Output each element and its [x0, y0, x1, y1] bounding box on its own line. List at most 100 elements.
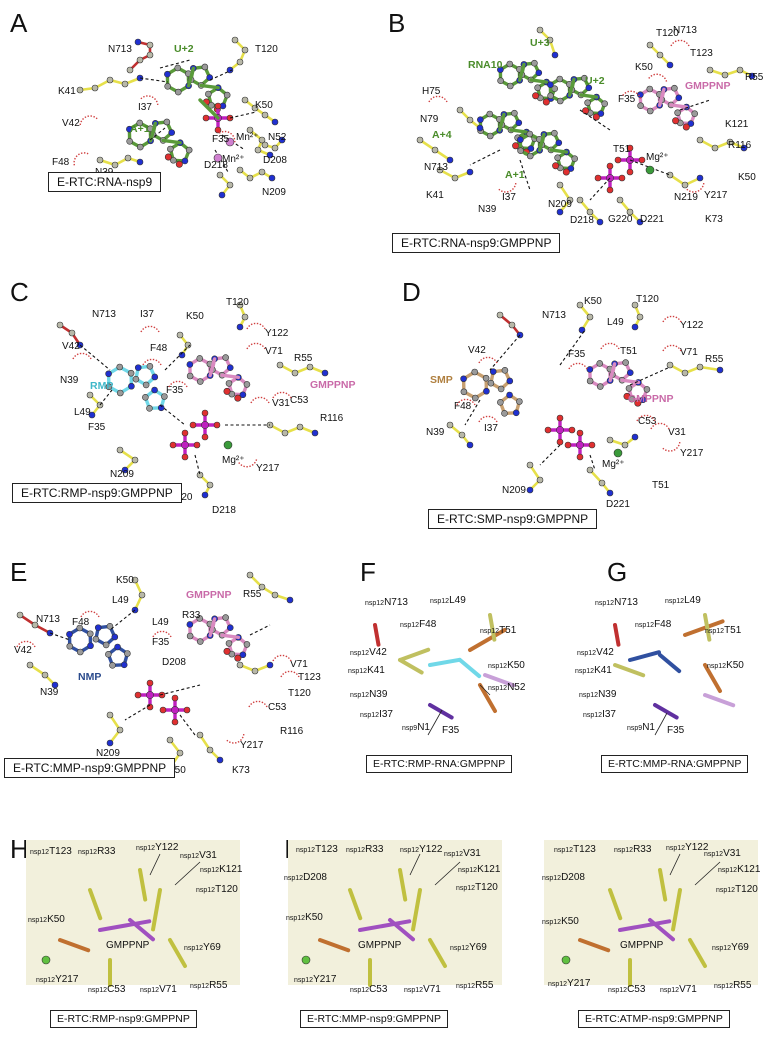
residue-label: A+1 — [505, 169, 525, 181]
atom — [246, 126, 254, 134]
atom — [637, 102, 644, 110]
hydrophobic-arc — [662, 344, 682, 352]
atom — [682, 123, 690, 131]
residue-label: L49 — [152, 617, 169, 628]
atom — [616, 196, 624, 204]
atom — [296, 423, 304, 431]
atom — [41, 671, 49, 679]
bond — [658, 653, 682, 674]
atom — [576, 301, 584, 309]
residue-id: GMPPNP — [620, 940, 664, 951]
atom — [164, 153, 172, 161]
atom — [446, 156, 454, 164]
hydrophobic-arc — [246, 322, 266, 330]
atom — [586, 313, 594, 321]
atom — [126, 137, 133, 145]
atom — [243, 641, 251, 648]
atom — [266, 151, 274, 159]
hydrophobic-arc — [662, 315, 682, 323]
chain-prefix: nsp12 — [595, 600, 614, 607]
hydrophobic-contact — [280, 670, 300, 678]
residue-label: N79 — [420, 114, 439, 125]
atom — [582, 107, 590, 115]
atom — [489, 368, 497, 375]
atom — [159, 706, 167, 714]
hydrophobic-contact — [246, 322, 266, 330]
atom — [740, 144, 748, 152]
atom — [556, 208, 564, 216]
chain-prefix: nsp12 — [430, 598, 449, 605]
bond — [458, 658, 482, 679]
residue-id: F48 — [419, 619, 437, 630]
hydrogen-bond — [464, 399, 481, 426]
atom — [623, 392, 631, 400]
bond — [373, 623, 381, 647]
residue-label: D221 — [640, 214, 664, 225]
hydrogen-bond — [209, 69, 233, 81]
residue-label: T51 — [620, 346, 638, 357]
atom — [666, 361, 674, 369]
residue-label: T120 — [226, 297, 249, 308]
atom — [201, 421, 209, 429]
residue-label: U+2 — [174, 43, 194, 55]
atom — [51, 681, 59, 689]
atom — [105, 370, 112, 378]
atom — [184, 341, 192, 349]
chain-prefix: nsp12 — [350, 692, 369, 699]
residue-label: F35 — [152, 637, 170, 648]
chain-prefix: nsp12 — [608, 987, 627, 994]
bond — [608, 362, 617, 383]
atom — [416, 136, 424, 144]
bond — [148, 121, 158, 143]
atom — [567, 165, 575, 172]
residue-id: R55 — [209, 980, 228, 991]
atom — [241, 313, 249, 321]
bond — [613, 663, 646, 678]
atom — [121, 466, 129, 474]
atom — [621, 441, 629, 449]
residue-id: V71 — [159, 984, 177, 995]
residue-label: N52 — [268, 132, 287, 143]
atom — [301, 955, 311, 965]
residue-id: V31 — [199, 850, 217, 861]
residue-label: nsp12C53 — [88, 984, 126, 995]
residue-label: nsp12K41 — [575, 665, 612, 676]
hydrophobic-contact — [662, 315, 682, 323]
atom — [561, 955, 571, 965]
residue-label: R55 — [243, 589, 262, 600]
atom — [634, 399, 642, 407]
atom — [526, 152, 534, 160]
atom — [258, 136, 266, 144]
atom — [625, 385, 633, 392]
residue-id: T120 — [735, 884, 758, 895]
atom — [226, 66, 234, 74]
atom — [142, 394, 149, 401]
bond — [348, 888, 363, 921]
atom — [241, 46, 249, 54]
atom — [586, 208, 594, 216]
atom — [726, 138, 734, 146]
atom — [216, 171, 224, 179]
atom — [271, 118, 279, 126]
hydrophobic-arc — [280, 670, 300, 678]
atom — [116, 363, 123, 371]
hydrogen-bond — [229, 111, 257, 119]
atom — [554, 154, 561, 162]
bond — [613, 623, 621, 647]
atom — [646, 107, 654, 115]
atom — [471, 368, 478, 376]
chain-prefix: nsp12 — [140, 987, 159, 994]
atom — [138, 591, 146, 599]
residue-label: nsp12V31 — [704, 848, 741, 859]
atom — [460, 375, 467, 383]
atom — [544, 426, 552, 434]
hydrogen-bond — [109, 609, 136, 631]
atom — [576, 453, 584, 461]
residue-label: V31 — [272, 398, 290, 409]
